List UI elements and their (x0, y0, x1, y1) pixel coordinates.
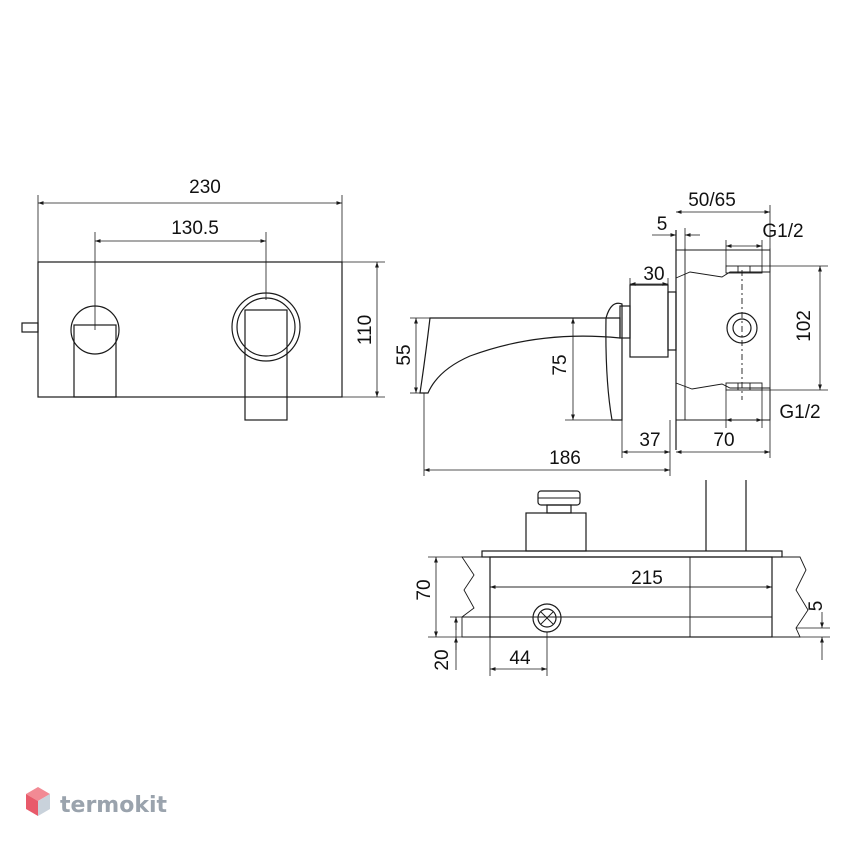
dim-plan-wall-gap: 5 (806, 601, 827, 612)
dim-spout-reach: 186 (549, 448, 581, 469)
plan-wall-left (461, 556, 491, 638)
dim-plan-offset: 20 (432, 649, 453, 670)
dim-center-distance: 130.5 (171, 218, 219, 239)
dim-spout-drop: 55 (394, 344, 415, 365)
plan-view: 215 70 20 44 5 (414, 480, 830, 676)
cube-icon (26, 787, 50, 816)
dim-plan-width: 215 (631, 568, 663, 589)
side-valve-cartridge (726, 312, 758, 344)
dim-lever-offset: 37 (639, 430, 660, 451)
side-thread-bottom (725, 382, 763, 391)
dim-front-height: 110 (355, 315, 376, 345)
side-wall-top (675, 249, 771, 279)
front-wall-plate (37, 261, 343, 398)
dim-box-depth: 50/65 (688, 190, 736, 211)
plan-box (489, 556, 773, 638)
dim-plate-thickness: 5 (657, 214, 668, 235)
dim-overall-width: 230 (189, 177, 221, 198)
dim-flange-thickness: 30 (643, 264, 664, 285)
side-spout (419, 317, 621, 394)
dim-box-height: 102 (794, 310, 815, 342)
side-thread-top (725, 265, 763, 274)
front-right-handle (231, 292, 301, 421)
dim-wall-depth: 70 (713, 430, 734, 451)
side-view: 55 75 186 37 70 30 5 50/65 (394, 190, 828, 476)
label-thread-top: G1/2 (762, 221, 803, 242)
plan-wall-right (771, 556, 809, 638)
dim-outlet-offset: 44 (509, 648, 531, 669)
watermark-brand: termokit (60, 793, 167, 818)
side-wall-bottom (675, 382, 771, 421)
label-thread-bottom: G1/2 (779, 402, 820, 423)
front-view: 230 130.5 110 (21, 177, 385, 421)
side-flange (629, 284, 669, 358)
watermark-logo: termokit (26, 787, 167, 818)
front-pipe-stub (21, 322, 39, 333)
dim-plan-depth: 70 (414, 579, 435, 600)
plan-valve-body (525, 512, 587, 552)
dim-lever-height: 75 (550, 354, 571, 375)
